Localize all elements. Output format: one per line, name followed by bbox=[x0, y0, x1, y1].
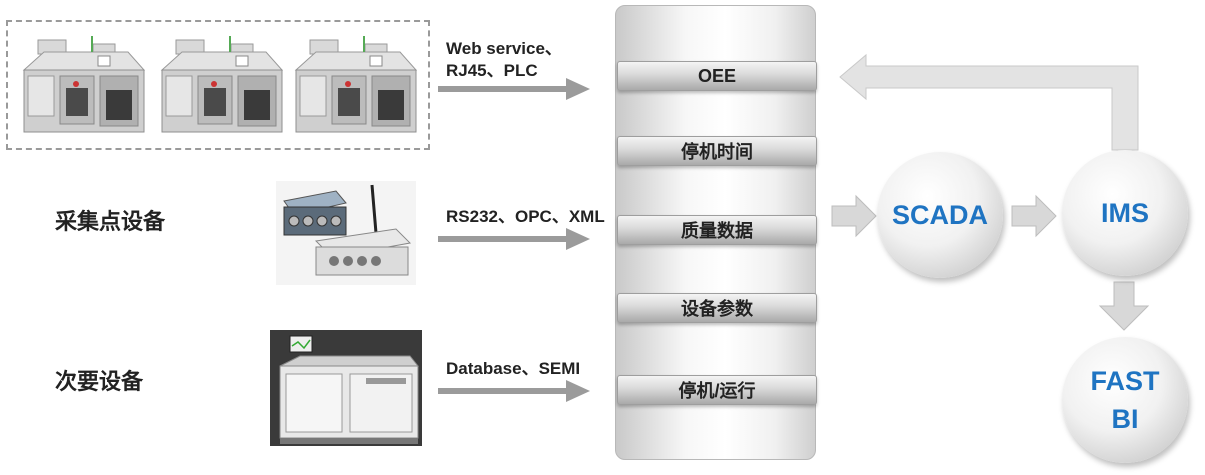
test-equipment-icon bbox=[270, 330, 422, 446]
bar-downtime: 停机时间 bbox=[617, 136, 817, 166]
bar-quality-data: 质量数据 bbox=[617, 215, 817, 245]
node-ims-label: IMS bbox=[1100, 198, 1149, 228]
smt-machine-group bbox=[6, 20, 430, 150]
node-scada: SCADA bbox=[877, 152, 1003, 278]
bar-stop-run: 停机/运行 bbox=[617, 375, 817, 405]
label-collection-devices: 采集点设备 bbox=[55, 209, 166, 234]
arrow-ims-feedback-to-oee bbox=[839, 53, 1139, 151]
bar-equipment-params: 设备参数 bbox=[617, 293, 817, 323]
smt-machine-icon bbox=[22, 36, 146, 133]
arrow-machines-to-column bbox=[438, 78, 590, 100]
smt-machine-icon bbox=[160, 36, 284, 133]
node-fast-bi: FAST BI bbox=[1062, 337, 1188, 463]
smt-machine-icon bbox=[294, 36, 418, 133]
protocol-label-database: Database、SEMI bbox=[446, 359, 581, 378]
label-secondary-devices: 次要设备 bbox=[55, 369, 144, 394]
data-acquisition-unit-image bbox=[276, 181, 416, 285]
bar-oee: OEE bbox=[617, 61, 817, 91]
data-acquisition-unit-icon bbox=[276, 181, 416, 285]
node-ims: IMS bbox=[1062, 150, 1188, 276]
protocol-label-web-service: Web service、 RJ45、PLC bbox=[446, 39, 562, 80]
node-scada-label: SCADA bbox=[891, 200, 988, 230]
arrow-equipment-to-column bbox=[438, 380, 590, 402]
arrow-scada-to-ims bbox=[1011, 194, 1057, 238]
arrow-daq-to-column bbox=[438, 228, 590, 250]
arrow-ims-to-fastbi bbox=[1098, 281, 1150, 331]
protocol-label-rs232: RS232、OPC、XML bbox=[446, 207, 605, 226]
arrow-column-to-scada bbox=[831, 194, 877, 238]
node-fast-label: FAST bbox=[1090, 366, 1160, 396]
node-bi-label: BI bbox=[1111, 404, 1139, 434]
test-equipment-image bbox=[270, 330, 422, 446]
